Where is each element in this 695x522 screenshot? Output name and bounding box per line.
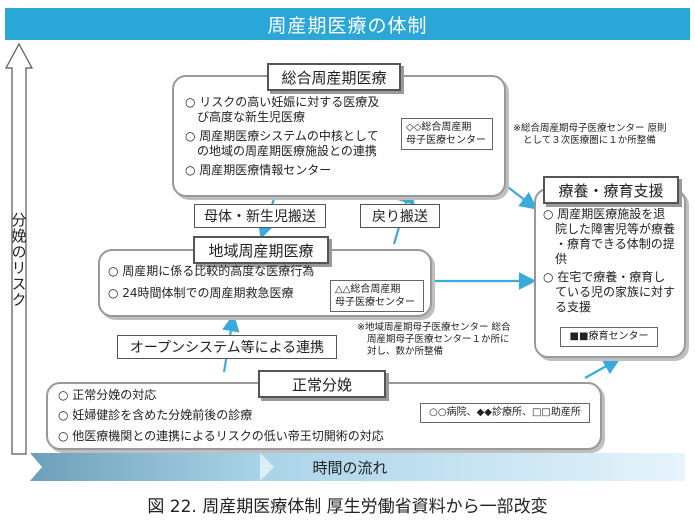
banner-title: 周産期医療の体制 <box>5 8 690 40</box>
general-center-box: ◇◇総合周産期 母子医療センター <box>401 118 493 150</box>
general-item-1: ○ リスクの高い妊娠に対する医療及 <box>185 95 380 109</box>
regional-note-line-3: 対し、数か所整備 <box>367 346 444 357</box>
normal-legend-box: ○○病院、◆◆診療所、□□助産所 <box>420 403 590 423</box>
label-open-system: オープンシステム等による連携 <box>117 335 337 359</box>
care-center-box: ■■療育センター <box>560 327 658 347</box>
time-axis-label: 時間の流れ <box>312 458 388 477</box>
regional-note-line-1: ※地域周産期母子医療センター 総合 <box>357 322 511 333</box>
care-item-2a: ○ 在宅で療養・療育し <box>543 270 666 284</box>
general-note-line-1: ※総合周産期母子医療センター 原則 <box>513 123 667 134</box>
care-item-2b: ている児の家族に対す <box>555 285 676 299</box>
time-axis-arrow <box>30 453 685 481</box>
regional-item-1: ○ 周産期に係る比較的高度な医療行為 <box>108 264 315 278</box>
care-item-1c: ・療育できる体制の提 <box>555 237 675 251</box>
general-item-1b: び高度な新生児医療 <box>197 110 306 124</box>
normal-item-3: ○ 他医療機関との連携によるリスクの低い帝王切開術の対応 <box>58 429 384 443</box>
regional-note-line-2: 周産期母子医療センター１か所に <box>367 334 510 345</box>
general-center-line-2: 母子医療センター <box>406 135 486 146</box>
normal-item-2: ○ 妊婦健診を含めた分娩前後の診療 <box>58 408 253 422</box>
general-item-2: ○ 周産期医療システムの中核として <box>185 129 379 143</box>
regional-center-line-1: △△総合周産期 <box>335 284 401 295</box>
regional-note: ※地域周産期母子医療センター 総合 周産期母子医療センター１か所に 対し、数か所… <box>357 322 532 358</box>
care-item-2c: る支援 <box>555 300 592 314</box>
normal-item-1: ○ 正常分娩の対応 <box>58 388 157 402</box>
regional-item-2: ○ 24時間体制での周産期救急医療 <box>108 286 294 300</box>
label-maternal-newborn-transport: 母体・新生児搬送 <box>194 204 326 228</box>
care-item-1b: 院した障害児等が療養 <box>555 222 676 236</box>
figure-caption: 図 22. 周産期医療体制 厚生労働省資料から一部改変 <box>147 496 548 517</box>
care-item-1a: ○ 周産期医療施設を退 <box>543 207 666 221</box>
risk-axis-arrow <box>5 42 33 455</box>
arrow-general-to-care <box>504 184 538 210</box>
general-item-2b: の地域の周産期医療施設との連携 <box>197 144 377 158</box>
general-note: ※総合周産期母子医療センター 原則 として３次医療圏に１か所整備 <box>513 123 683 147</box>
general-perinatal-title: 総合周産期医療 <box>267 63 401 91</box>
regional-perinatal-title: 地域周産期医療 <box>193 236 329 264</box>
arrow-normal-to-care <box>584 357 621 379</box>
general-note-line-2: として３次医療圏に１か所整備 <box>523 135 656 146</box>
regional-center-line-2: 母子医療センター <box>335 297 415 308</box>
general-item-3: ○ 周産期医療情報センター <box>185 163 332 177</box>
risk-axis-label: 分娩のリスク <box>9 212 28 308</box>
care-support-title: 療養・療育支援 <box>543 176 679 204</box>
regional-center-box: △△総合周産期 母子医療センター <box>330 280 424 312</box>
care-item-1d: 供 <box>555 252 568 266</box>
normal-delivery-title: 正常分娩 <box>258 370 386 398</box>
label-return-transport: 戻り搬送 <box>360 204 440 228</box>
general-center-line-1: ◇◇総合周産期 <box>406 122 472 133</box>
